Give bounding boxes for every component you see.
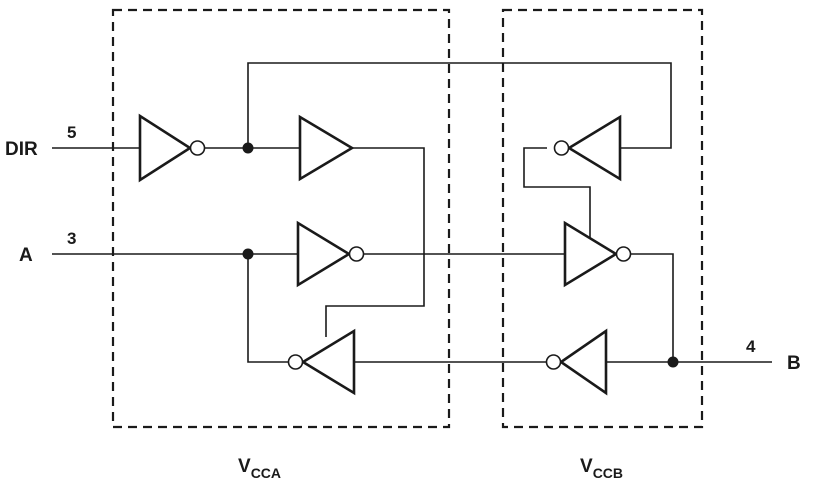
a-control-buffer [298, 114, 355, 182]
a-signal-label: A [19, 245, 33, 266]
dir-inverter [138, 113, 206, 183]
b-output-route [630, 253, 674, 362]
inversion-bubble-icon [545, 354, 562, 370]
b-control-inverter [553, 114, 622, 182]
junction-dot-icon [667, 356, 679, 368]
vcca-label-main: V [238, 456, 251, 477]
inversion-bubble-icon [615, 246, 632, 262]
dir-signal-label: DIR [5, 139, 38, 160]
buffer-triangle-icon [563, 220, 619, 288]
buffer-triangle-icon [138, 113, 193, 183]
wires [52, 62, 772, 363]
a-side-enable-wire [325, 147, 425, 337]
a-feedback-wire [247, 254, 288, 363]
b-output-inverter [563, 220, 632, 288]
junction-dot-icon [242, 142, 254, 154]
vccb-domain-box [501, 8, 704, 429]
vcca-label: VCCA [238, 456, 281, 481]
vccb-label: VCCB [580, 456, 623, 481]
buffer-triangle-icon [296, 220, 352, 288]
buffer-triangle-icon [566, 114, 622, 182]
inversion-bubble-icon [553, 140, 570, 156]
vccb-label-sub: CCB [593, 465, 623, 481]
dir-pin-number: 5 [67, 123, 76, 142]
b-side-enable-wire [523, 147, 591, 241]
inversion-bubble-icon [287, 354, 304, 370]
a-pin-number: 3 [67, 229, 76, 248]
junction-dot-icon [242, 248, 254, 260]
vcca-domain-box [111, 8, 451, 429]
inversion-bubble-icon [348, 246, 365, 262]
inversion-bubble-icon [189, 140, 206, 156]
buffer-triangle-icon [300, 328, 356, 396]
buffer-triangle-icon [298, 114, 355, 182]
b-pin-number: 4 [746, 337, 756, 356]
b-signal-label: B [787, 353, 801, 374]
vcca-label-sub: CCA [251, 465, 281, 481]
vccb-label-main: V [580, 456, 593, 477]
dir-route-to-vccb [247, 62, 672, 149]
a-to-b-inverter [296, 220, 365, 288]
buffer-triangle-icon [558, 328, 608, 396]
b-input-inverter [545, 328, 608, 396]
b-to-a-inverter [287, 328, 356, 396]
